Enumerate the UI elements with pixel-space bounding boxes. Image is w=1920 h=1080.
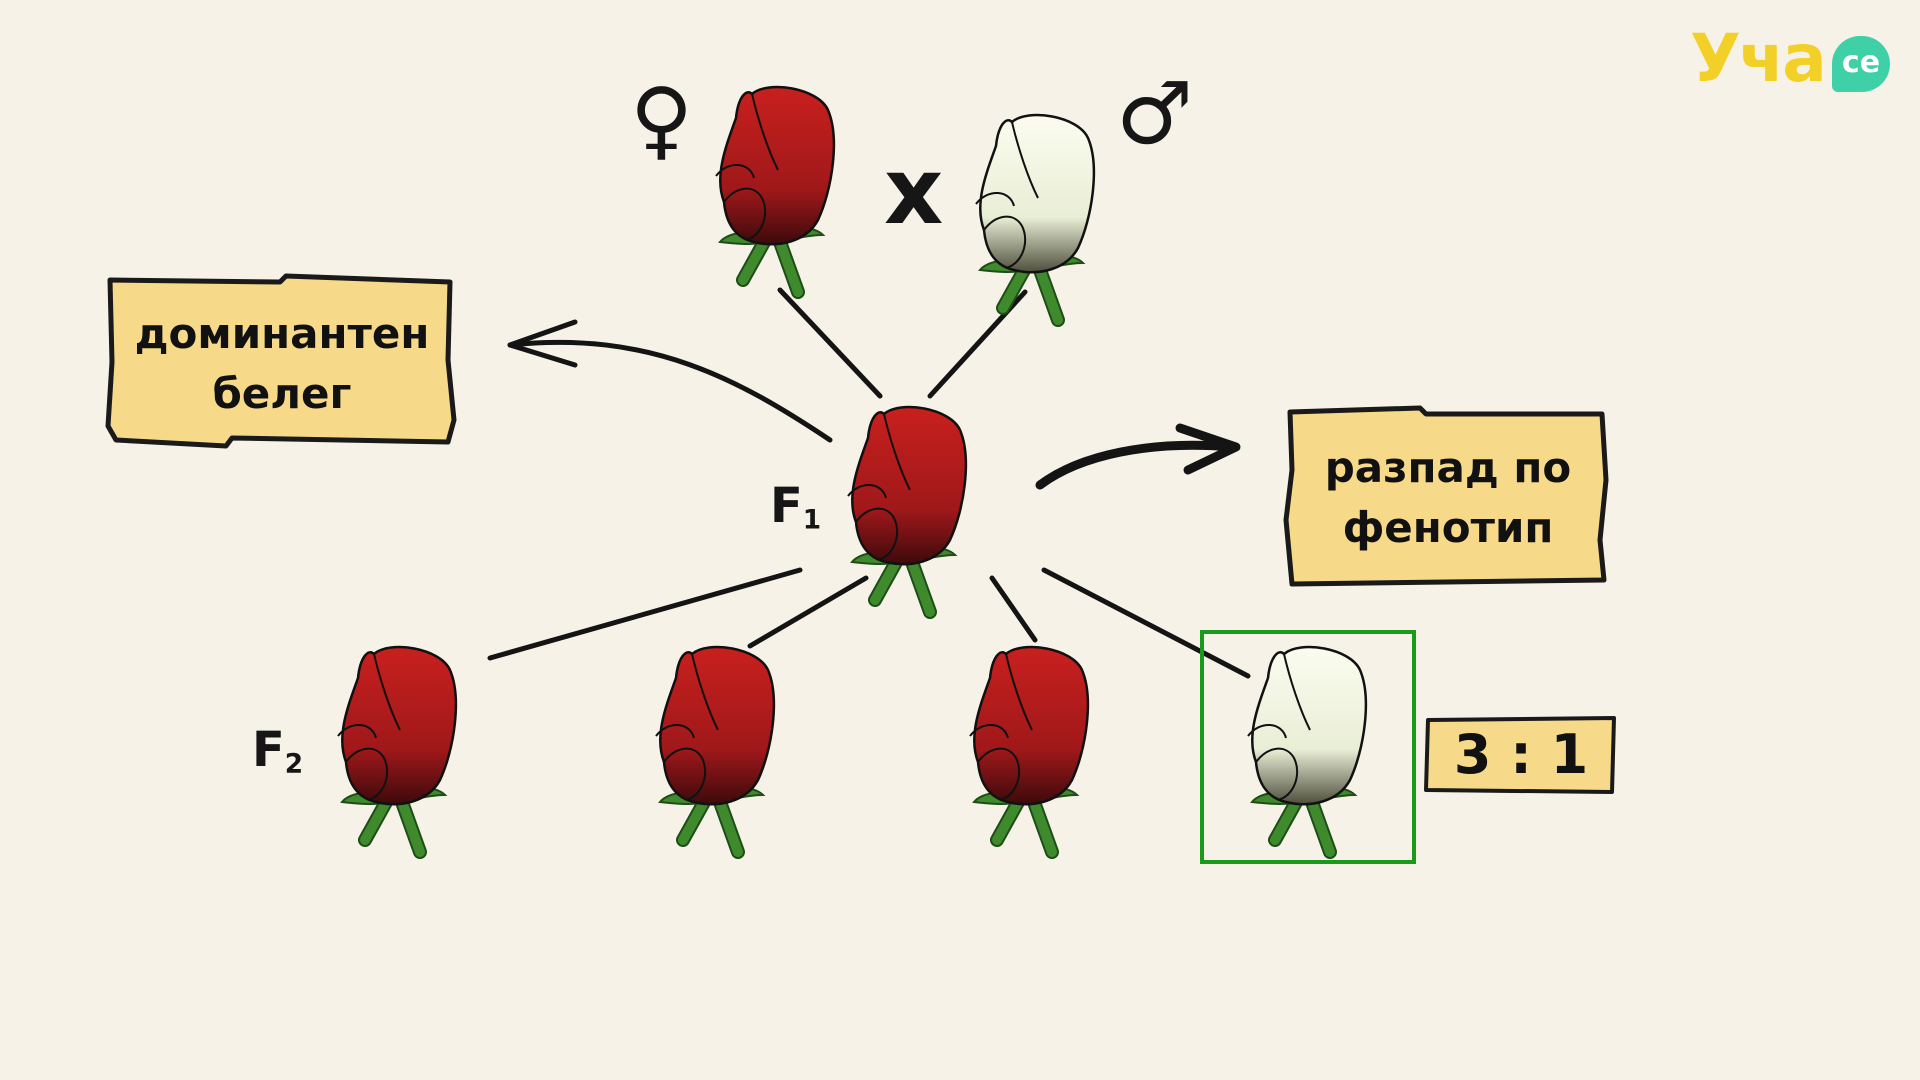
generation-label-f1: F1 [770,478,821,536]
f2-subscript: 2 [284,748,304,780]
note-dominant-line1: доминантен [134,309,430,358]
arrow-icon [1035,423,1241,490]
note-dominant-trait: доминантен белег [120,304,444,424]
female-symbol-icon: ♀ [630,70,693,170]
note-split-line2: фенотип [1342,503,1554,552]
rose-red-icon [656,647,774,852]
arrow-icon [507,319,833,443]
scroll-ratio [1424,716,1616,794]
rose-white-icon [976,115,1094,320]
cross-symbol: x [884,138,944,245]
note-split-line1: разпад по [1324,443,1572,492]
rose-red-icon [716,87,834,292]
f1-subscript: 1 [802,504,822,536]
note-dominant-line2: белег [212,369,352,418]
note-phenotype-split: разпад по фенотип [1296,438,1600,558]
rose-red-icon [338,647,456,852]
scroll-split [1283,405,1609,587]
line-f1-to-f2-a [487,567,803,661]
recessive-highlight-box [1200,630,1416,864]
generation-label-f2: F2 [252,722,303,780]
male-symbol-icon: ♂ [1116,64,1194,164]
line-f1-to-f2-b [747,575,869,649]
line-f1-to-f2-d [1041,567,1251,679]
rose-white-icon [1248,647,1366,852]
rose-red-icon [848,407,966,612]
brand-logo-badge: се [1832,36,1890,92]
scroll-dominant [105,273,457,449]
f2-letter: F [252,722,285,778]
brand-logo[interactable]: Уча [1690,20,1827,97]
line-f1-to-f2-c [989,575,1038,643]
rose-red-icon [970,647,1088,852]
line-mother-to-f1 [777,287,883,399]
f1-letter: F [770,478,803,534]
note-ratio: 3 : 1 [1453,723,1589,786]
